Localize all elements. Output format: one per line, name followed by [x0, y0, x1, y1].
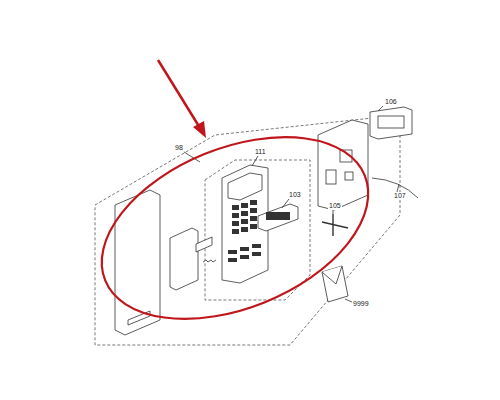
- key: [240, 247, 249, 251]
- key: [232, 205, 239, 210]
- control-board: [318, 120, 368, 210]
- key: [232, 221, 239, 226]
- callout-number: 9999: [352, 300, 370, 308]
- key: [252, 244, 261, 248]
- callout-number: 103: [288, 191, 302, 199]
- envelope-flap: [322, 266, 342, 284]
- callout-number: 106: [384, 98, 398, 106]
- key: [250, 224, 257, 229]
- key: [250, 216, 257, 221]
- highlight-arrowhead: [193, 121, 206, 138]
- leader-line: [397, 184, 399, 192]
- clip: [203, 260, 216, 262]
- key: [250, 208, 257, 213]
- display-board: [370, 107, 412, 139]
- key: [241, 219, 248, 224]
- leader-line: [252, 156, 258, 166]
- callout-number: 107: [393, 192, 407, 200]
- key: [232, 229, 239, 234]
- key: [232, 213, 239, 218]
- small-board: [258, 204, 298, 231]
- keypad-group-outline: [205, 160, 310, 300]
- display-window: [196, 237, 212, 252]
- leader-line: [378, 106, 383, 111]
- callout-number: 98: [174, 144, 184, 152]
- key: [228, 250, 237, 254]
- display-screen: [378, 116, 404, 128]
- key: [240, 255, 249, 259]
- leader-line: [282, 199, 289, 208]
- highlight-arrow: [158, 60, 200, 128]
- key: [241, 203, 248, 208]
- leader-line: [345, 299, 352, 302]
- key: [252, 252, 261, 256]
- small-board-chip: [266, 212, 290, 220]
- component: [345, 172, 353, 180]
- wire: [332, 214, 333, 236]
- assembly-outline: [95, 115, 400, 345]
- wire: [322, 222, 348, 228]
- instruction-envelope: [322, 266, 348, 302]
- highlight-ellipse: [75, 101, 395, 354]
- keypad-display: [228, 173, 262, 200]
- callout-number: 111: [254, 148, 267, 156]
- callout-number: 105: [328, 202, 342, 210]
- key: [228, 258, 237, 262]
- key: [250, 200, 257, 205]
- leader-line: [333, 210, 334, 214]
- membrane-overlay: [170, 228, 198, 290]
- connector: [326, 170, 336, 184]
- key: [241, 227, 248, 232]
- key: [241, 211, 248, 216]
